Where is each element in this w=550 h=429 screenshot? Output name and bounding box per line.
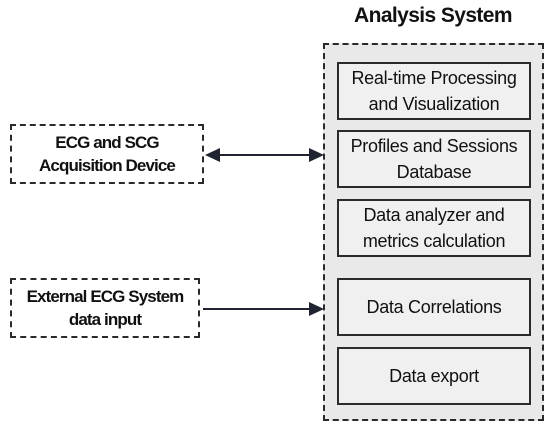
module-label: Data Correlations [366,297,502,317]
module-realtime-processing: Real-time Processing and Visualization [337,62,531,120]
module-data-export: Data export [337,347,531,405]
source-label: ECG and SCG Acquisition Device [39,133,176,175]
arrowhead-right-icon [309,302,324,316]
module-label: Real-time Processing and Visualization [351,68,517,114]
module-label: Data analyzer and metrics calculation [362,205,506,251]
module-label: Profiles and Sessions Database [350,136,518,182]
source-label: External ECG System data input [26,287,185,329]
analysis-system-title: Analysis System [354,4,513,27]
module-data-analyzer: Data analyzer and metrics calculation [337,199,531,257]
arrowhead-right-icon [309,148,324,162]
module-profiles-database: Profiles and Sessions Database [337,130,531,188]
source-ecg-scg-device: ECG and SCG Acquisition Device [10,124,204,184]
source-external-ecg-system: External ECG System data input [10,278,200,338]
module-data-correlations: Data Correlations [337,278,531,336]
arrowhead-left-icon [205,148,220,162]
module-label: Data export [389,366,479,386]
